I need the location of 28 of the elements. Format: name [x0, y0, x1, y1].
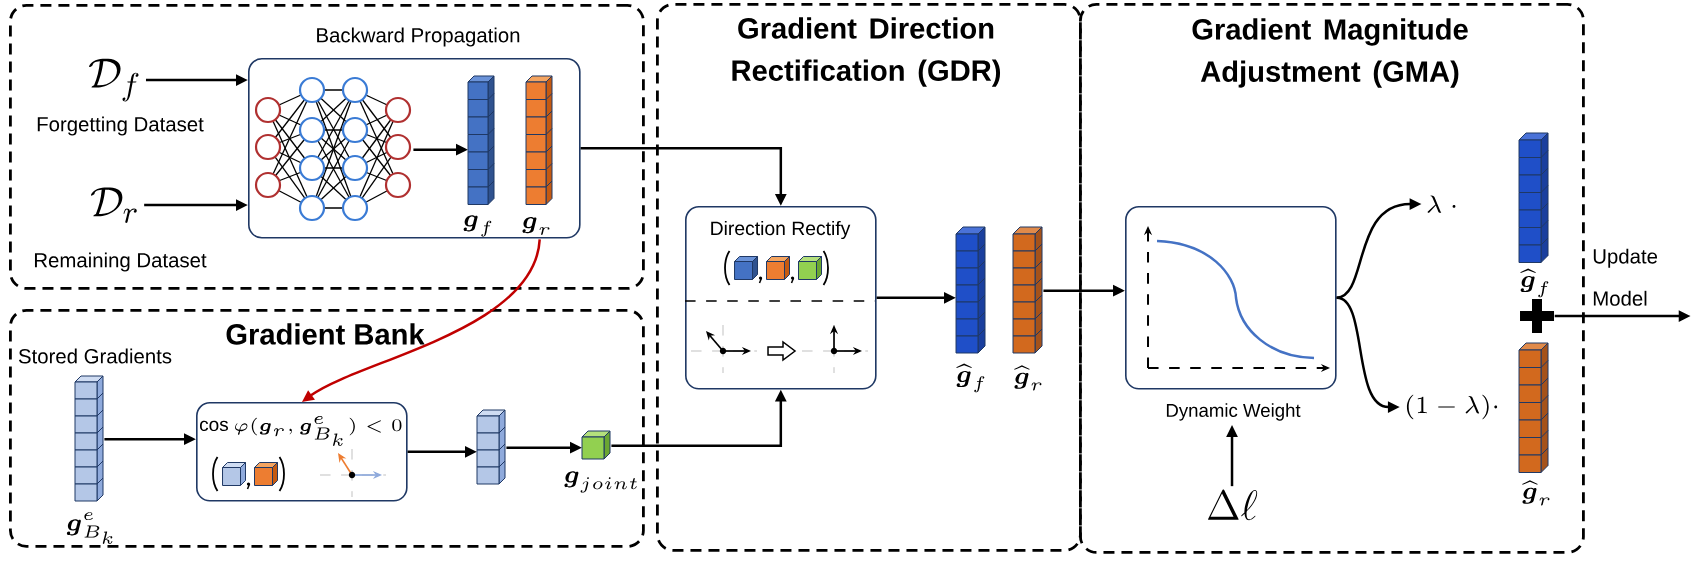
- box-title: Backward Propagation: [317, 27, 520, 47]
- panel-title: Gradient Direction Rectification (GDR): [732, 17, 1001, 87]
- neural-network-drawing: [254, 76, 412, 222]
- vector-label: $\boldsymbol{g}_r$: [522, 217, 550, 235]
- rectify-box: Direction Rectify: [685, 206, 877, 390]
- math-symbol: $\mathcal{D}_f$: [89, 58, 139, 102]
- math-symbol: $\mathcal{D}_r$: [90, 187, 137, 223]
- stack-heading: Stored Gradients: [18, 348, 172, 364]
- vector-label: $\boldsymbol{g}_f$: [463, 215, 492, 237]
- plus-sign: [1520, 299, 1554, 333]
- vector-label: $\boldsymbol{g}_{joint}$: [564, 471, 637, 493]
- edge-label: Update Model: [1593, 248, 1658, 306]
- vector-label: $\widehat{\boldsymbol{g}}_r$: [1014, 365, 1042, 391]
- vector-label: $\widehat{\boldsymbol{g}}_f$: [1520, 268, 1549, 298]
- dataset-label: Forgetting Dataset: [37, 116, 204, 136]
- vector-stack: [476, 409, 506, 485]
- math-symbol: $\lambda\ \cdot$: [1427, 195, 1456, 213]
- vector-label: $\widehat{\boldsymbol{g}}_r$: [1522, 480, 1550, 506]
- vector-label: $\boldsymbol{g}^{e}_{B_k}$: [66, 512, 113, 544]
- box-title: Dynamic Weight: [1166, 403, 1301, 421]
- math-symbol: $(1-\lambda)\cdot$: [1406, 394, 1498, 420]
- math-symbol: $\Delta\ell$: [1208, 489, 1258, 521]
- panel-title: Gradient Magnitude Adjustment (GMA): [1192, 18, 1468, 88]
- vector-label: $\widehat{\boldsymbol{g}}_f$: [956, 363, 985, 393]
- dataset-label: Remaining Dataset: [35, 252, 207, 272]
- dashed-panel: [9, 4, 645, 290]
- condition-box: $\cos\varphi(\boldsymbol{g}_r, \boldsymbol{g}^{e}_{B_k}) < 0$: [196, 402, 408, 502]
- panel-title: Gradient Bank: [226, 323, 425, 345]
